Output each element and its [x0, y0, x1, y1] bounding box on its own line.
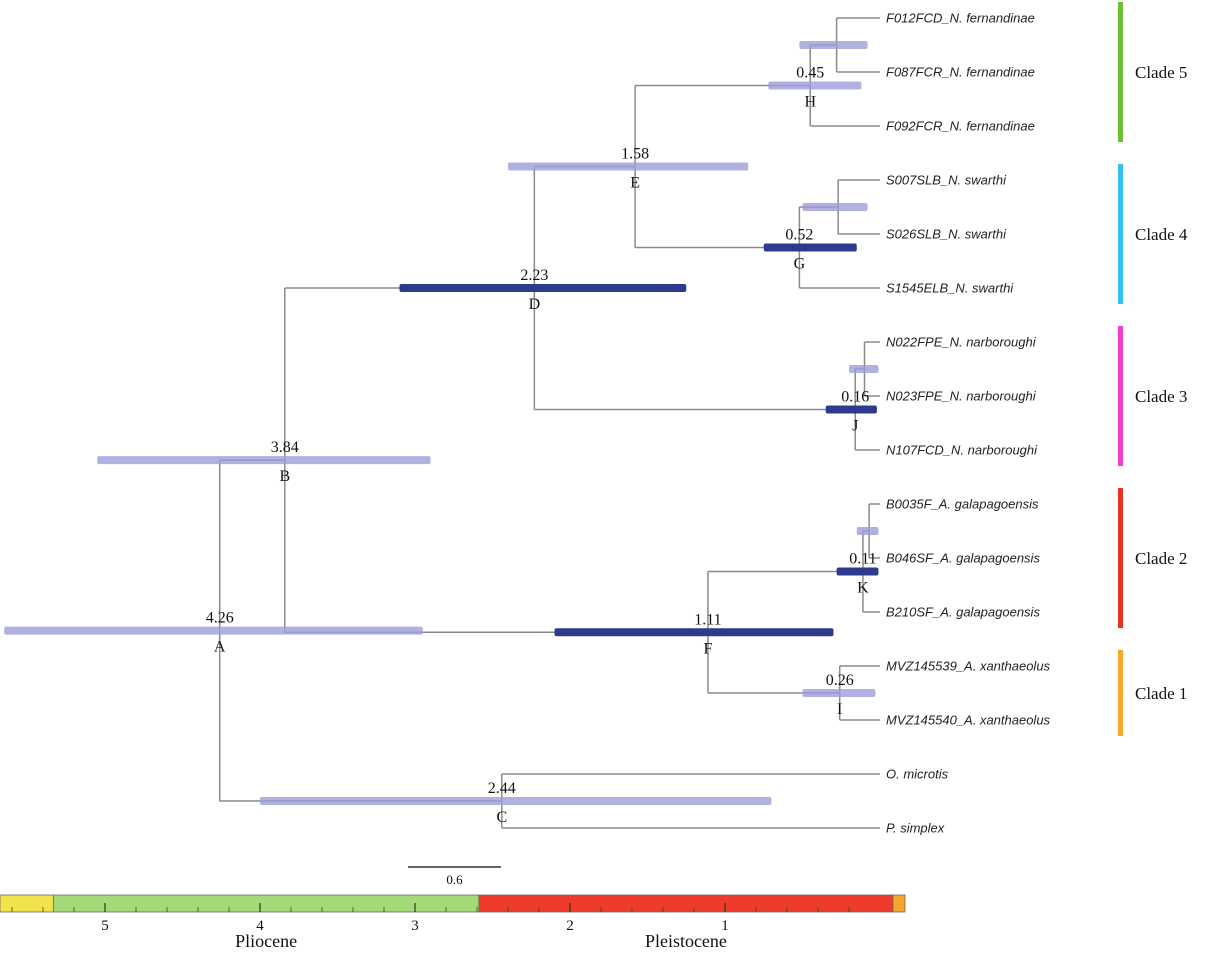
node-age-label-B: 3.84: [271, 439, 299, 456]
axis-tick-label: 4: [256, 918, 264, 934]
node-letter-label-A: A: [214, 639, 226, 656]
tip-label: N023FPE_N. narboroughi: [886, 389, 1037, 404]
clade-bar: [1118, 164, 1123, 304]
tip-label: S026SLB_N. swarthi: [886, 227, 1007, 242]
node-hpd-bar: [856, 527, 879, 535]
tip-label: S007SLB_N. swarthi: [886, 173, 1007, 188]
tip-label: F092FCR_N. fernandinae: [886, 119, 1035, 134]
tip-label: F012FCD_N. fernandinae: [886, 11, 1035, 26]
node-age-label-E: 1.58: [621, 146, 649, 163]
epoch-segment-holocene: [892, 894, 906, 913]
clade-bar: [1118, 650, 1123, 736]
tip-label: MVZ145540_A. xanthaeolus: [886, 713, 1051, 728]
clade-bar: [1118, 2, 1123, 142]
clade-bar: [1118, 326, 1123, 466]
node-hpd-bar-E: [508, 162, 749, 171]
tip-label: B046SF_A. galapagoensis: [886, 551, 1040, 566]
node-age-label-C: 2.44: [488, 780, 516, 797]
node-age-label-J: 0.16: [841, 389, 869, 406]
node-hpd-bar-C: [260, 797, 772, 805]
node-letter-label-G: G: [794, 256, 806, 273]
node-age-label-I: 0.26: [826, 672, 854, 689]
axis-tick-label: 5: [101, 918, 109, 934]
tip-label: F087FCR_N. fernandinae: [886, 65, 1035, 80]
node-hpd-bar-A: [4, 626, 423, 635]
clade-label: Clade 4: [1135, 225, 1188, 244]
node-letter-label-J: J: [852, 418, 858, 435]
scale-bar-label: 0.6: [446, 872, 463, 887]
clade-label: Clade 3: [1135, 387, 1187, 406]
clade-label: Clade 2: [1135, 549, 1187, 568]
node-hpd-bar-B: [97, 456, 431, 465]
tip-label: B0035F_A. galapagoensis: [886, 497, 1039, 512]
node-age-label-A: 4.26: [206, 610, 234, 627]
epoch-segment-miocene: [0, 894, 54, 913]
tip-label: N022FPE_N. narboroughi: [886, 335, 1037, 350]
clade-label: Clade 1: [1135, 684, 1187, 703]
node-letter-label-B: B: [279, 468, 290, 485]
axis-tick-label: 2: [566, 918, 574, 934]
node-letter-label-E: E: [630, 175, 640, 192]
node-hpd-bar-F: [554, 628, 834, 637]
epoch-label-pleistocene: Pleistocene: [645, 931, 727, 951]
axis-tick-label: 1: [721, 918, 729, 934]
epoch-label-pliocene: Pliocene: [235, 931, 297, 951]
node-letter-label-H: H: [804, 94, 816, 111]
node-letter-label-C: C: [496, 809, 507, 826]
node-letter-label-D: D: [529, 296, 541, 313]
node-hpd-bar: [802, 203, 868, 211]
tip-label: N107FCD_N. narboroughi: [886, 443, 1038, 458]
node-age-label-F: 1.11: [694, 611, 721, 628]
node-letter-label-K: K: [857, 580, 869, 597]
node-hpd-bar-K: [836, 567, 879, 576]
node-age-label-D: 2.23: [520, 267, 548, 284]
node-letter-label-F: F: [703, 640, 712, 657]
node-hpd-bar-G: [763, 243, 857, 252]
epoch-segment-pleistocene: [478, 894, 894, 913]
node-hpd-bar-J: [825, 405, 877, 414]
node-age-label-K: 0.11: [849, 551, 876, 568]
tip-label: P. simplex: [886, 821, 945, 836]
tip-label: MVZ145539_A. xanthaeolus: [886, 659, 1051, 674]
node-hpd-bar-D: [399, 284, 687, 292]
node-age-label-H: 0.45: [796, 65, 824, 82]
tip-label: B210SF_A. galapagoensis: [886, 605, 1040, 620]
node-letter-label-I: I: [837, 701, 842, 718]
node-hpd-bar-H: [768, 81, 862, 90]
tip-label: O. microtis: [886, 767, 949, 782]
node-hpd-bar: [849, 365, 879, 373]
clade-label: Clade 5: [1135, 63, 1187, 82]
node-age-label-G: 0.52: [785, 227, 813, 244]
axis-tick-label: 3: [411, 918, 419, 934]
node-hpd-bar-I: [802, 689, 876, 697]
clade-bar: [1118, 488, 1123, 628]
tip-label: S1545ELB_N. swarthi: [886, 281, 1014, 296]
node-hpd-bar: [799, 41, 868, 49]
